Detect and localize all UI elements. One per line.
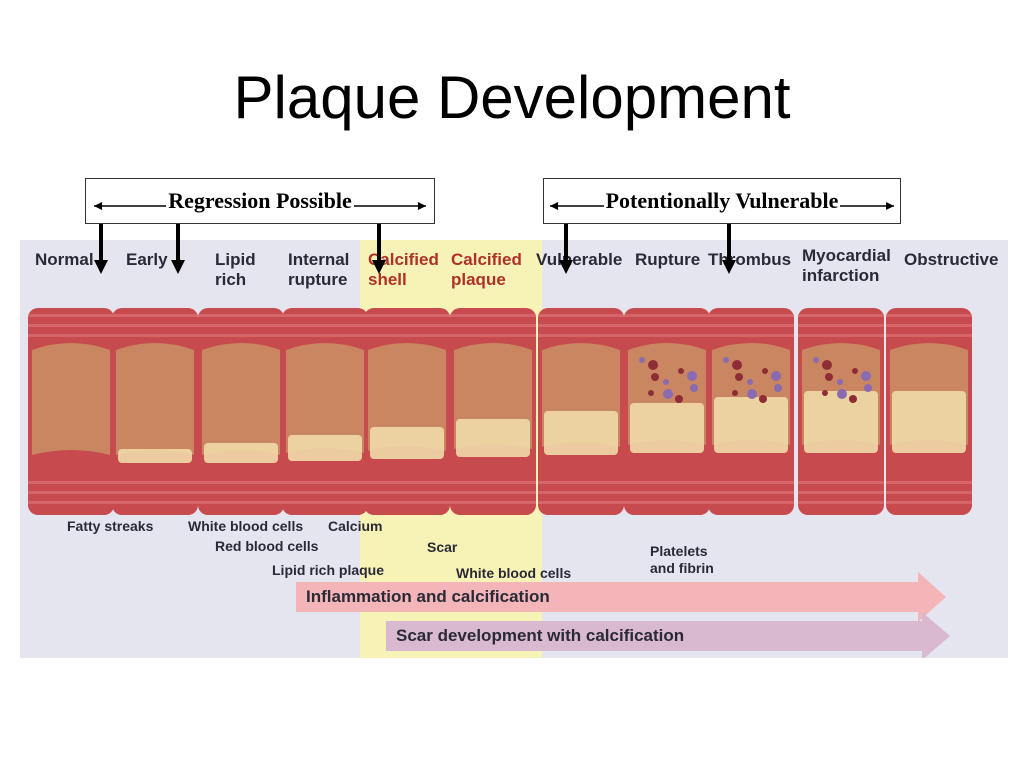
artery-segment-calcified-plaque [450, 308, 536, 515]
stage-calcified-plaque-label: Calcified plaque [451, 250, 522, 289]
stage-rupture-label: Rupture [635, 250, 701, 269]
stage-early-label: Early [126, 250, 168, 269]
stage-obstructive-label: Obstructive [904, 250, 999, 269]
artery-segments [28, 308, 972, 515]
stage-normal-label: Normal [35, 250, 94, 269]
white-blood-cells-label: White blood cells [188, 518, 304, 534]
white-blood-cells-2-label: White blood cells [456, 565, 572, 581]
stage-vulnerable-label: Vulnerable [536, 250, 623, 269]
artery-segment-obstructive [886, 308, 972, 515]
scar-label: Scar [427, 539, 458, 555]
platelets-fibrin-label: Platelets and fibrin [650, 543, 714, 576]
artery-segment-thrombus [708, 308, 794, 515]
artery-segment-normal [28, 308, 114, 515]
artery-segment-calcified-shell [364, 308, 450, 515]
slide-title: Plaque Development [233, 64, 791, 131]
artery-segment-vulnerable [538, 308, 624, 515]
calcium-label: Calcium [328, 518, 383, 534]
red-blood-cells-label: Red blood cells [215, 538, 319, 554]
inflammation-arrow [296, 572, 946, 622]
regression-possible-box: Regression Possible [85, 178, 435, 224]
fatty-streaks-label: Fatty streaks [67, 518, 154, 534]
scar-development-arrow [386, 612, 950, 658]
potentially-vulnerable-box: Potentionally Vulnerable [543, 178, 901, 224]
potentially-vulnerable-label: Potentionally Vulnerable [603, 188, 841, 214]
regression-possible-label: Regression Possible [166, 188, 354, 214]
artery-segment-myocardial-infarction [798, 308, 884, 515]
stage-lipid-rich-label: Lipid rich [215, 250, 256, 289]
artery-segment-lipid-rich [198, 308, 284, 515]
artery-segment-rupture [624, 308, 710, 515]
lipid-rich-plaque-label: Lipid rich plaque [272, 562, 385, 578]
stage-myocardial-infarction-label: Myocardial infarction [802, 246, 891, 285]
scar-development-label: Scar development with calcification [396, 626, 685, 645]
plaque-stages-illustration: Normal Early Lipid rich Internal rupture… [20, 240, 1008, 658]
stage-internal-rupture-label: Internal rupture [288, 250, 350, 289]
inflammation-calcification-label: Inflammation and calcification [306, 587, 550, 606]
progress-arrows [296, 572, 950, 658]
artery-segment-internal-rupture [282, 308, 368, 515]
artery-segment-early [112, 308, 198, 515]
